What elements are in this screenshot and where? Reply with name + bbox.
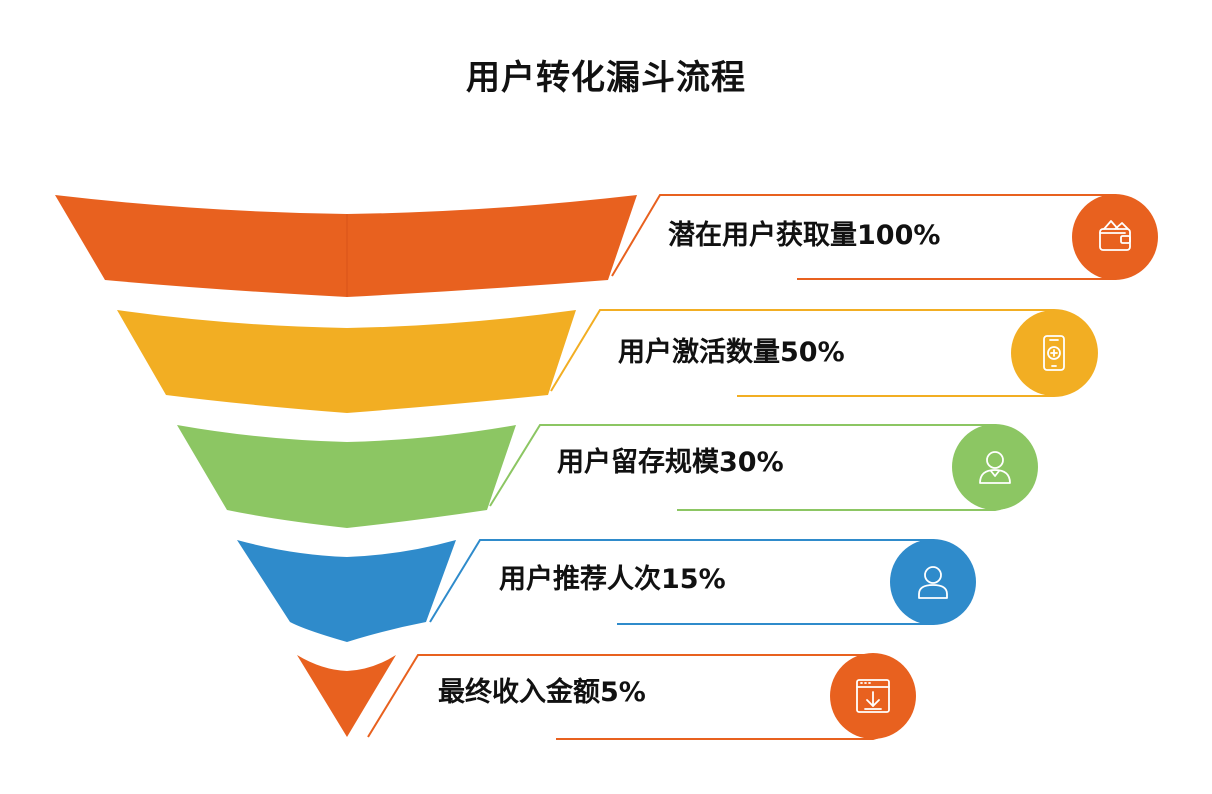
wallet-icon [1099,220,1131,251]
funnel-band-1 [55,195,637,297]
page-title: 用户转化漏斗流程 [466,58,746,98]
user-icon [918,566,948,599]
funnel-band-3 [177,425,516,528]
stage-label-2: 用户激活数量50% [618,336,845,368]
user-profile-icon [979,451,1011,484]
icon-badge-4 [890,539,976,625]
funnel-stage-2: 用户激活数量50% [117,309,1098,413]
stage-label-1: 潜在用户获取量100% [668,219,940,251]
download-window-icon [856,679,890,713]
funnel-stage-4: 用户推荐人次15% [237,539,976,642]
funnel-stage-3: 用户留存规模30% [177,424,1038,528]
funnel-band-5 [297,655,396,737]
icon-badge-1 [1072,194,1158,280]
funnel-band-2 [117,310,576,413]
phone-icon [1043,335,1065,371]
stage-label-4: 用户推荐人次15% [499,563,726,595]
funnel-band-4 [237,540,456,642]
stage-label-3: 用户留存规模30% [557,446,784,478]
icon-badge-3 [952,424,1038,510]
stage-label-5: 最终收入金额5% [438,676,646,708]
funnel-stage-5: 最终收入金额5% [297,653,916,740]
funnel-stage-1: 潜在用户获取量100% [55,194,1158,297]
